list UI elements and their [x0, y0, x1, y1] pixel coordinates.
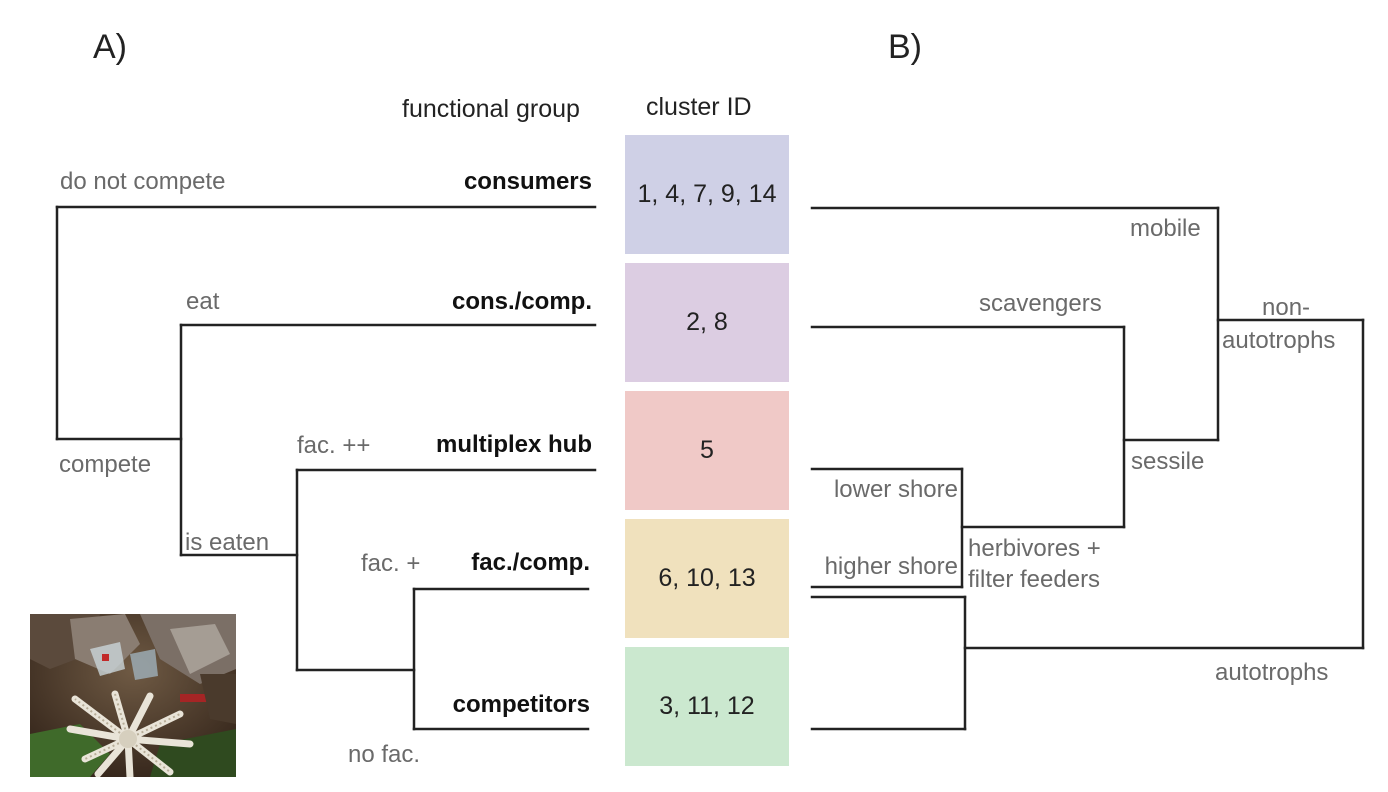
cluster-box-consumers: 1, 4, 7, 9, 14	[625, 135, 789, 254]
label-scavengers: scavengers	[979, 290, 1102, 317]
group-cons-comp: cons./comp.	[451, 288, 592, 315]
label-fac-plus: fac. +	[361, 550, 421, 577]
label-herbivores: herbivores +	[968, 535, 1101, 562]
label-do-not-compete: do not compete	[60, 168, 226, 195]
label-sessile: sessile	[1131, 448, 1205, 475]
cluster-id-header: cluster ID	[646, 93, 752, 121]
label-non: non-	[1262, 294, 1311, 321]
cluster-ids-competitors: 3, 11, 12	[659, 692, 755, 720]
label-no-fac: no fac.	[348, 741, 421, 768]
functional-group-header: functional group	[402, 95, 580, 123]
panel-label-a: A)	[93, 28, 127, 66]
group-competitors: competitors	[452, 691, 590, 718]
cluster-ids-consumers: 1, 4, 7, 9, 14	[637, 180, 777, 208]
group-fac-comp: fac./comp.	[471, 549, 590, 576]
label-filter-feeders: filter feeders	[968, 566, 1101, 593]
cluster-box-multiplex-hub: 5	[625, 391, 789, 510]
label-non-autotrophs: autotrophs	[1222, 327, 1336, 354]
label-eat: eat	[186, 288, 220, 315]
cluster-box-cons-comp: 2, 8	[625, 263, 789, 382]
label-autotrophs: autotrophs	[1215, 659, 1329, 686]
cluster-box-competitors: 3, 11, 12	[625, 647, 789, 766]
label-is-eaten: is eaten	[185, 529, 270, 556]
label-lower-shore: lower shore	[833, 476, 958, 503]
label-compete: compete	[59, 451, 152, 478]
cluster-ids-multiplex-hub: 5	[700, 436, 714, 464]
label-mobile: mobile	[1130, 215, 1201, 242]
label-higher-shore: higher shore	[824, 553, 958, 580]
sea-star-image	[30, 614, 236, 777]
cluster-ids-cons-comp: 2, 8	[686, 308, 728, 336]
group-consumers: consumers	[463, 168, 592, 195]
sea-star-photo	[30, 614, 236, 777]
cluster-ids-fac-comp: 6, 10, 13	[658, 564, 756, 592]
cluster-box-fac-comp: 6, 10, 13	[625, 519, 789, 638]
group-multiplex-hub: multiplex hub	[436, 431, 592, 458]
panel-label-b: B)	[888, 28, 922, 66]
label-fac-plus-plus: fac. ++	[297, 432, 371, 459]
